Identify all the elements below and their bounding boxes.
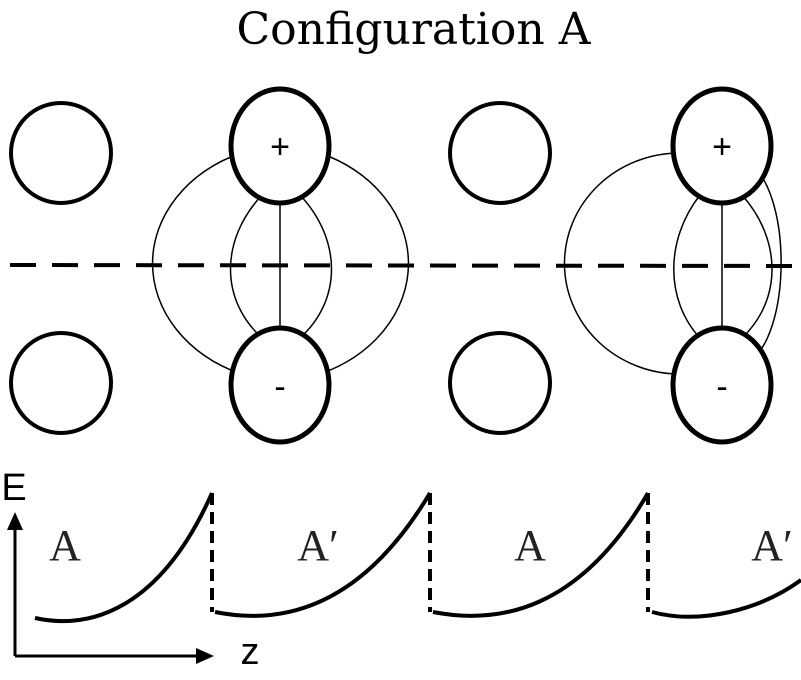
charge-positive-2 [670, 86, 774, 206]
region-label-2: A′ [297, 521, 338, 570]
region-label-3: A [514, 521, 546, 570]
region-label-4: A′ [751, 521, 792, 570]
sign-negative-2: - [716, 368, 727, 406]
y-axis-label: E [1, 467, 26, 509]
energy-profile [34, 491, 801, 624]
sign-positive-1: + [270, 128, 290, 166]
charge-negative-2 [670, 325, 774, 445]
axes [13, 522, 200, 658]
charge-positive-1 [228, 86, 332, 206]
conductor-top-1 [9, 101, 113, 205]
conductor-top-2 [448, 101, 552, 205]
symmetry-axis [9, 263, 801, 268]
x-axis-arrowhead-icon [196, 648, 214, 664]
conductor-bottom-1 [9, 331, 113, 435]
energy-discontinuities [210, 493, 650, 612]
field-lines-cell-2 [563, 152, 782, 375]
region-label-1: A [49, 521, 81, 570]
x-axis-label: z [241, 631, 260, 673]
y-axis-arrowhead-icon [7, 512, 23, 530]
diagram-title: Configuration A [236, 4, 591, 55]
sign-positive-2: + [712, 128, 732, 166]
conductor-bottom-2 [448, 331, 552, 435]
field-lines-cell-1 [151, 152, 410, 375]
charge-negative-1 [228, 325, 332, 445]
sign-negative-1: - [274, 368, 285, 406]
